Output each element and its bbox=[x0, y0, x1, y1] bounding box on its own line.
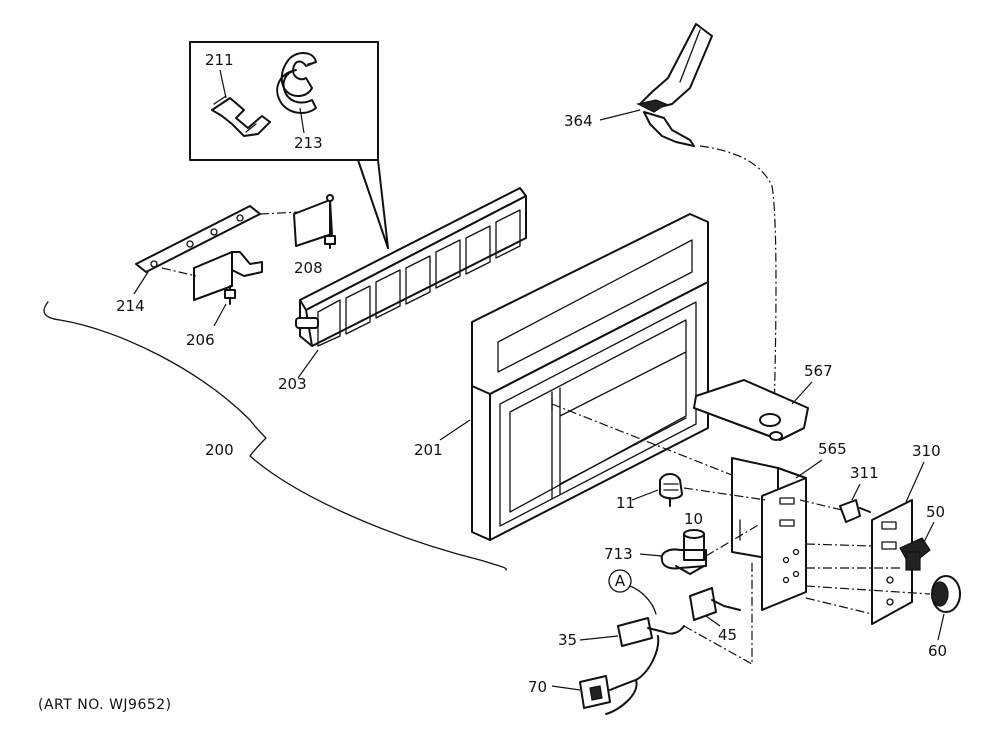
part-35-connector bbox=[617, 617, 685, 681]
label-200: 200 bbox=[205, 441, 234, 459]
part-50-switch bbox=[899, 537, 931, 571]
label-11: 11 bbox=[616, 494, 635, 512]
label-206: 206 bbox=[186, 331, 215, 349]
label-565: 565 bbox=[818, 440, 847, 458]
label-60: 60 bbox=[928, 642, 947, 660]
part-70-plug bbox=[579, 675, 638, 715]
part-201-front-panel bbox=[471, 213, 709, 541]
part-11-fitting bbox=[659, 473, 683, 507]
label-70: 70 bbox=[528, 678, 547, 696]
label-208: 208 bbox=[294, 259, 323, 277]
part-567-mount bbox=[693, 379, 809, 441]
callout-a-text: A bbox=[615, 572, 626, 590]
part-311-screw bbox=[839, 499, 871, 523]
part-203-louver-grille bbox=[295, 187, 527, 347]
part-364-handle bbox=[636, 23, 713, 147]
label-50: 50 bbox=[926, 503, 945, 521]
part-200-group-brace bbox=[43, 301, 507, 571]
part-10-capacitor bbox=[683, 529, 705, 561]
part-45-relay bbox=[689, 587, 741, 621]
label-310: 310 bbox=[912, 442, 941, 460]
art-number-caption: (ART NO. WJ9652) bbox=[38, 697, 172, 713]
part-60-knob bbox=[931, 575, 961, 613]
label-203: 203 bbox=[278, 375, 307, 393]
part-214-bracket bbox=[135, 205, 261, 273]
part-213-clip bbox=[276, 52, 317, 114]
label-364: 364 bbox=[564, 112, 593, 130]
part-211-clip bbox=[211, 95, 271, 137]
part-310-cover-plate bbox=[871, 499, 913, 625]
label-713: 713 bbox=[604, 545, 633, 563]
label-201: 201 bbox=[414, 441, 443, 459]
label-213: 213 bbox=[294, 134, 323, 152]
label-211: 211 bbox=[205, 51, 234, 69]
part-208-hinge bbox=[293, 194, 336, 249]
label-311: 311 bbox=[850, 464, 879, 482]
label-567: 567 bbox=[804, 362, 833, 380]
inset-detail-box bbox=[189, 41, 389, 249]
part-565-control-bracket bbox=[731, 457, 807, 611]
part-206-hinge bbox=[193, 251, 263, 305]
label-35: 35 bbox=[558, 631, 577, 649]
label-214: 214 bbox=[116, 297, 145, 315]
callout-a: A bbox=[608, 569, 632, 593]
label-45: 45 bbox=[718, 626, 737, 644]
part-713-strap bbox=[660, 548, 707, 575]
label-10: 10 bbox=[684, 510, 703, 528]
